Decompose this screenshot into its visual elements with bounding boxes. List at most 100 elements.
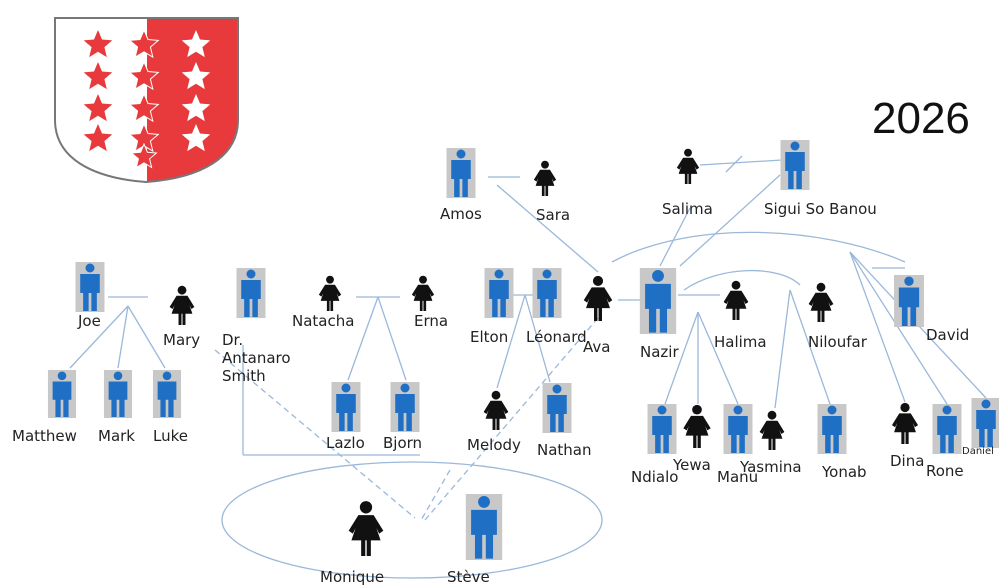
relationship-line	[117, 305, 129, 369]
woman-icon-salima	[676, 148, 700, 184]
relationship-line	[659, 207, 691, 267]
relationship-line	[127, 305, 166, 369]
woman-icon-ava	[583, 275, 613, 321]
relationship-line	[849, 251, 948, 405]
person-label-yasmina: Yasmina	[740, 458, 802, 476]
relationship-line	[697, 311, 739, 405]
relationship-lines	[69, 155, 987, 579]
woman-icon-yasmina	[759, 410, 785, 450]
man-icon-luke	[152, 370, 182, 418]
relationship-curve	[611, 231, 906, 263]
star-icon	[128, 60, 160, 91]
person-label-nazir: Nazir	[640, 343, 679, 361]
relationship-line	[214, 349, 416, 519]
relationship-line	[496, 184, 599, 273]
person-label-nathan: Nathan	[537, 441, 592, 459]
star-icon	[83, 30, 113, 58]
man-icon-david	[894, 275, 924, 327]
star-icon	[83, 94, 113, 122]
star-icon	[83, 62, 113, 90]
person-label-mark: Mark	[98, 427, 135, 445]
person-label-rone: Rone	[926, 462, 964, 480]
star-icon	[128, 92, 160, 123]
person-label-salima: Salima	[662, 200, 713, 218]
woman-icon-yewa	[683, 404, 711, 448]
star-icon	[130, 142, 158, 169]
woman-icon-niloufar	[808, 282, 834, 322]
star-icon	[181, 30, 211, 58]
relationship-line	[524, 294, 551, 383]
relationship-line	[679, 174, 781, 267]
man-icon-manu	[723, 404, 753, 454]
person-label-leonard: Léonard	[526, 328, 587, 346]
family-ellipse	[221, 461, 603, 579]
man-icon-leonard	[532, 268, 562, 318]
person-label-lazlo: Lazlo	[326, 434, 365, 452]
woman-icon-mary	[169, 285, 195, 325]
person-label-dina: Dina	[890, 452, 925, 470]
relationship-line	[347, 296, 379, 381]
person-label-yonab: Yonab	[822, 463, 867, 481]
man-icon-bjorn	[390, 382, 420, 432]
man-icon-amos	[446, 148, 476, 198]
valais-flag	[54, 17, 239, 184]
woman-icon-erna	[411, 275, 435, 311]
person-label-david: David	[926, 326, 970, 344]
person-label-ndialo: Ndialo	[631, 468, 679, 486]
relationship-line	[424, 317, 599, 521]
relationship-line	[699, 159, 783, 166]
man-icon-rone	[932, 404, 962, 454]
man-icon-sigui	[780, 140, 810, 190]
relationship-line	[849, 251, 906, 403]
person-label-melody: Melody	[467, 436, 521, 454]
man-icon-nazir	[639, 268, 677, 334]
man-icon-elton	[484, 268, 514, 318]
person-label-halima: Halima	[714, 333, 767, 351]
person-label-luke: Luke	[153, 427, 188, 445]
year-label: 2026	[872, 94, 970, 143]
person-label-amos: Amos	[440, 205, 482, 223]
woman-icon-dina	[891, 402, 919, 444]
man-icon-joe	[75, 262, 105, 312]
man-icon-matthew	[47, 370, 77, 418]
person-label-manu: Manu	[717, 468, 759, 486]
relationship-line	[419, 469, 451, 523]
man-icon-daniel	[971, 398, 999, 448]
man-icon-mark	[103, 370, 133, 418]
person-label-antanaro: Dr. Antanaro Smith	[222, 331, 291, 385]
person-label-joe: Joe	[78, 312, 101, 330]
relationship-line	[725, 155, 743, 173]
woman-icon-sara	[533, 160, 557, 196]
relationship-line	[496, 294, 526, 389]
man-icon-lazlo	[331, 382, 361, 432]
person-label-elton: Elton	[470, 328, 509, 346]
person-label-sigui: Sigui So Banou	[764, 200, 877, 218]
person-label-ava: Ava	[583, 338, 611, 356]
relationship-line	[69, 305, 129, 369]
man-icon-steve	[465, 494, 503, 560]
woman-icon-halima	[723, 280, 749, 320]
relationship-line	[377, 296, 407, 381]
woman-icon-melody	[483, 390, 509, 430]
relationship-line	[664, 311, 699, 405]
relationship-curve	[683, 269, 801, 291]
man-icon-nathan	[542, 383, 572, 433]
relationship-line	[774, 289, 791, 409]
relationship-line	[789, 289, 831, 405]
star-icon	[83, 124, 113, 152]
woman-icon-monique	[348, 501, 384, 556]
people-icons	[47, 140, 999, 560]
woman-icon-natacha	[318, 275, 342, 311]
person-label-monique: Monique	[320, 568, 385, 586]
man-icon-yonab	[817, 404, 847, 454]
star-icon	[181, 124, 211, 152]
person-label-erna: Erna	[414, 312, 449, 330]
person-label-steve: Stève	[447, 568, 490, 586]
star-icon	[181, 94, 211, 122]
person-label-daniel: Daniel	[962, 446, 994, 457]
person-label-natacha: Natacha	[292, 312, 355, 330]
person-label-matthew: Matthew	[12, 427, 77, 445]
man-icon-antanaro	[236, 268, 266, 318]
person-label-niloufar: Niloufar	[808, 333, 867, 351]
star-icon	[181, 62, 211, 90]
